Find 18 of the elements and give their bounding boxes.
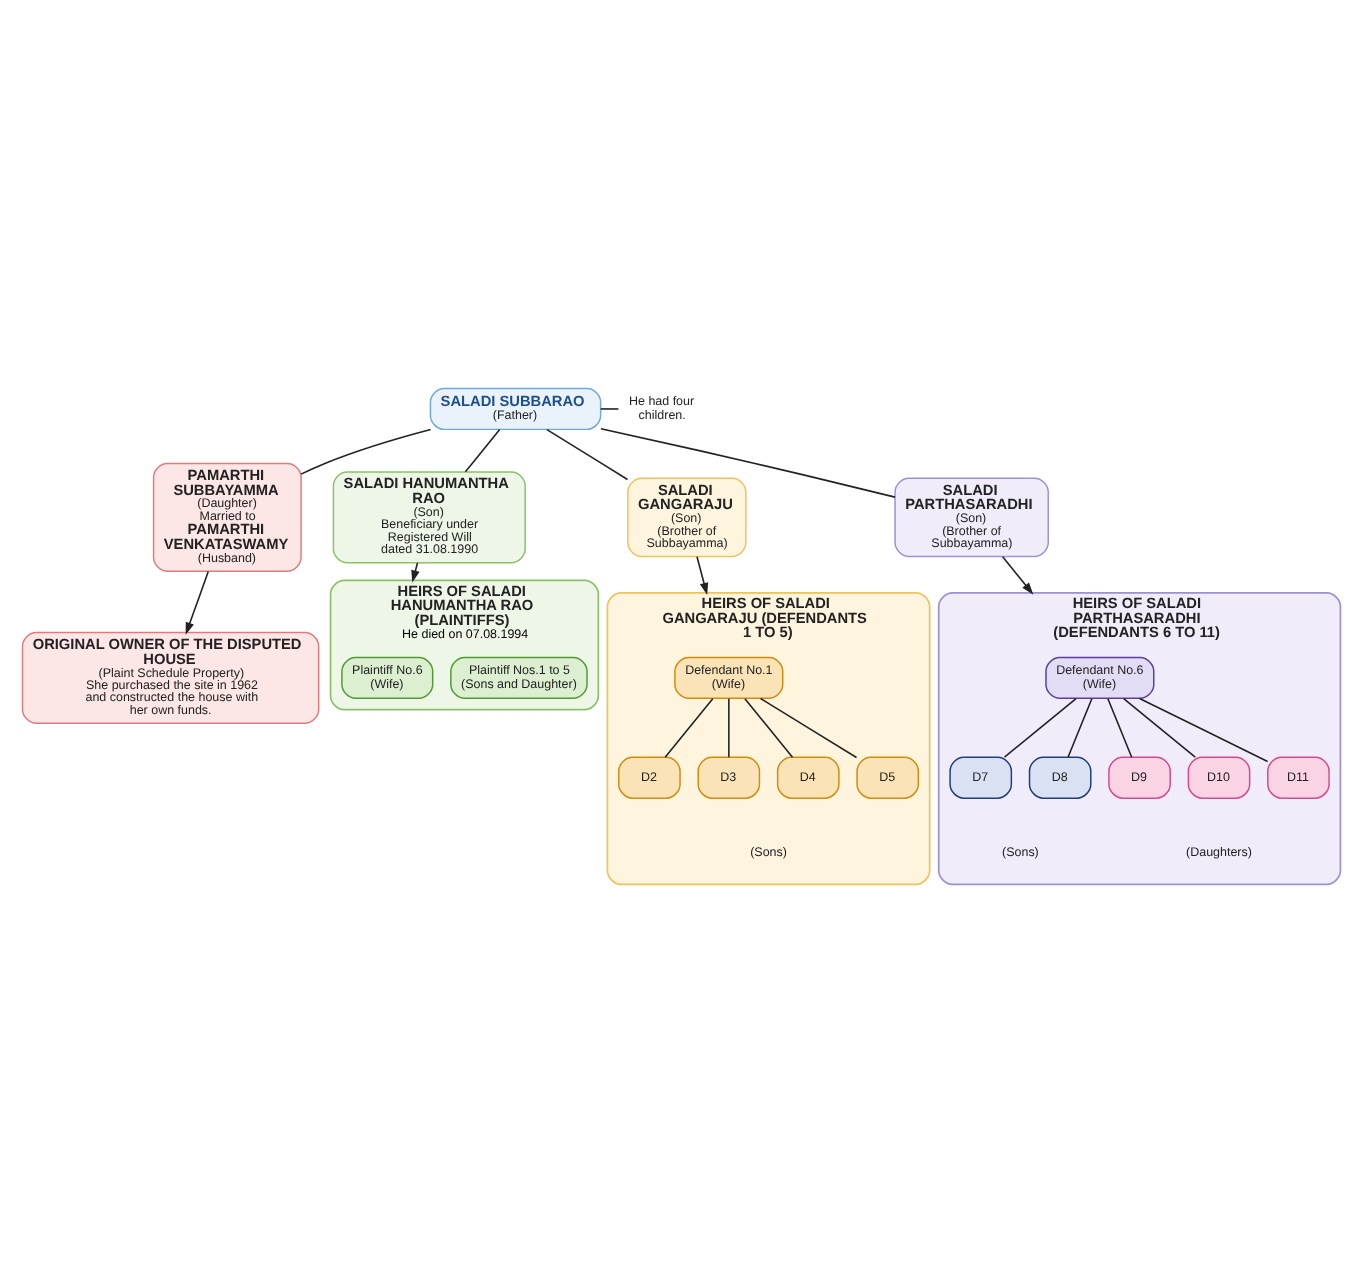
connector [1067,696,1093,757]
connector [599,407,620,409]
connector [600,426,896,497]
connector [1138,696,1269,762]
arrow [1001,554,1034,594]
connector [546,427,629,480]
connector [664,696,714,757]
arrow [185,569,210,634]
connector [300,427,432,474]
connector [1107,696,1133,757]
arrow [411,561,420,582]
connector [1003,696,1077,757]
connector [464,427,501,472]
connector [728,696,730,757]
connector [1122,696,1196,757]
arrow [696,554,709,595]
connector [744,696,794,757]
connector [759,696,858,758]
